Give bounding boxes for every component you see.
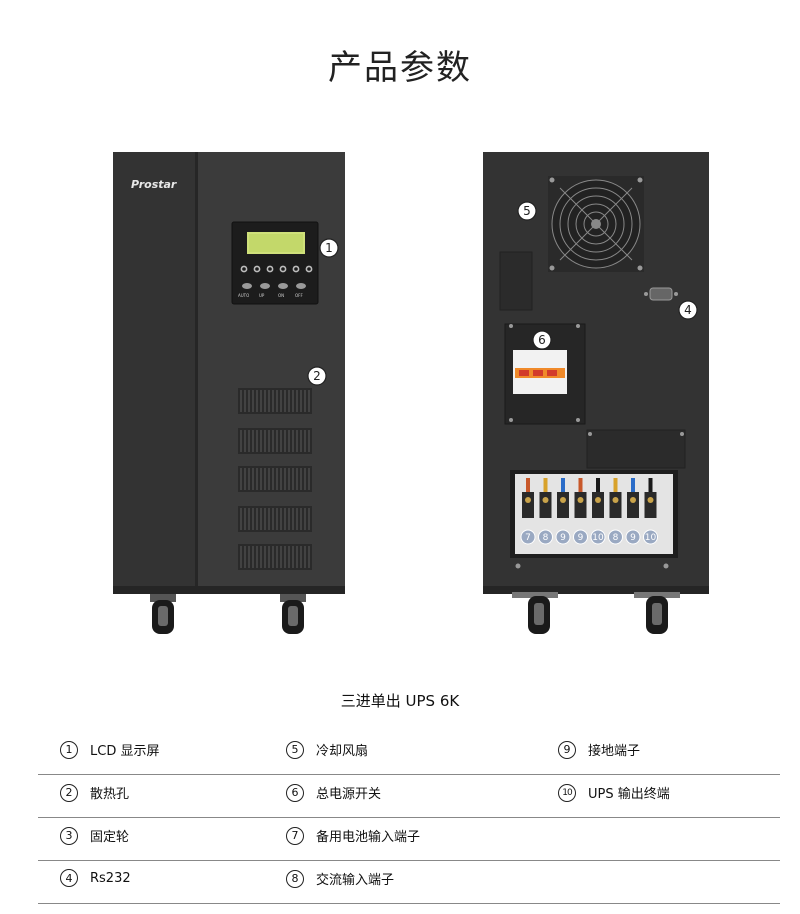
- legend-item: 2 散热孔: [60, 783, 129, 802]
- terminal-number: 8: [613, 533, 619, 543]
- legend-label: Rs232: [90, 870, 131, 886]
- legend-number: 3: [60, 826, 78, 845]
- terminal-screw: [574, 492, 587, 518]
- legend-item: 1 LCD 显示屏: [60, 740, 159, 759]
- legend-item: 7 备用电池输入端子: [286, 826, 420, 845]
- terminal-label: [573, 529, 588, 545]
- rear-wheels: [512, 592, 680, 634]
- callout-6: [532, 330, 552, 350]
- svg-text:2: 2: [313, 369, 321, 383]
- legend-number: 9: [558, 740, 576, 759]
- legend-item: 10 UPS 输出终端: [558, 783, 670, 802]
- parts-legend: 1 LCD 显示屏 5 冷却风扇 9 接地端子 2 散热孔 6 总电源开关 10…: [38, 732, 780, 904]
- svg-text:4: 4: [684, 303, 692, 317]
- legend-number: 4: [60, 869, 78, 887]
- front-side-panel: [113, 152, 197, 592]
- legend-number: 7: [286, 826, 304, 845]
- legend-row: 2 散热孔 6 总电源开关 10 UPS 输出终端: [38, 775, 780, 818]
- svg-text:6: 6: [538, 333, 546, 347]
- legend-label: 固定轮: [90, 830, 130, 845]
- product-caption: 三进单出 UPS 6K: [340, 692, 460, 710]
- terminal-label: [520, 529, 536, 545]
- terminal-label: [555, 529, 571, 545]
- callout-4: [678, 300, 698, 320]
- legend-label: UPS 输出终端: [588, 787, 670, 802]
- terminal-label: [643, 529, 658, 545]
- legend-label: 交流输入端子: [316, 873, 395, 888]
- terminal-screw: [592, 492, 604, 518]
- terminal-number: 10: [592, 533, 604, 543]
- terminal-number: 9: [630, 533, 636, 543]
- callout-1: [319, 238, 339, 258]
- legend-item: 4 Rs232: [60, 869, 131, 887]
- vent-grilles: [238, 388, 312, 570]
- terminal-label: [625, 529, 641, 545]
- btn-label-on: ON: [278, 293, 284, 298]
- rear-view: 5 4 6 7 8 9 9 10 8 9 10: [483, 152, 709, 634]
- legend-item: 9 接地端子: [558, 740, 640, 759]
- btn-label-off: OFF: [295, 293, 303, 298]
- terminal-number: 8: [543, 533, 549, 543]
- rs232-port: [649, 287, 673, 301]
- legend-row: 3 固定轮 7 备用电池输入端子: [38, 818, 780, 861]
- terminal-screw: [644, 492, 657, 518]
- terminal-number: 9: [578, 533, 584, 543]
- product-figure: Prostar AUTO UP ON OFF: [0, 148, 800, 648]
- legend-label: 总电源开关: [316, 787, 382, 802]
- legend-item: 6 总电源开关: [286, 783, 381, 802]
- legend-item: 3 固定轮: [60, 826, 129, 845]
- legend-label: 散热孔: [90, 787, 130, 802]
- callout-5: [517, 201, 537, 221]
- terminal-label: [608, 529, 623, 545]
- legend-number: 8: [286, 869, 304, 888]
- terminal-number: 10: [645, 533, 657, 543]
- ups-illustration: Prostar AUTO UP ON OFF: [113, 152, 709, 634]
- svg-text:1: 1: [325, 241, 333, 255]
- btn-label-up: UP: [259, 293, 265, 298]
- legend-label: LCD 显示屏: [90, 744, 160, 759]
- page-title: 产品参数: [328, 48, 472, 88]
- terminal-screw: [539, 492, 552, 518]
- terminal-number: 9: [560, 533, 566, 543]
- power-buttons: [242, 283, 306, 289]
- terminal-screw: [557, 492, 569, 518]
- legend-label: 冷却风扇: [316, 744, 369, 759]
- legend-number: 10: [558, 783, 576, 802]
- legend-row: 1 LCD 显示屏 5 冷却风扇 9 接地端子: [38, 732, 780, 775]
- terminal-label: [590, 529, 606, 545]
- terminal-screw: [627, 492, 639, 518]
- svg-text:5: 5: [523, 204, 531, 218]
- terminal-number: 7: [525, 533, 531, 543]
- btn-label-auto: AUTO: [238, 293, 249, 298]
- terminal-label: [538, 529, 553, 545]
- legend-number: 1: [60, 740, 78, 759]
- front-view: Prostar AUTO UP ON OFF: [113, 152, 345, 634]
- front-wheels: [150, 594, 306, 634]
- legend-row: 4 Rs232 8 交流输入端子: [38, 861, 780, 904]
- terminal-screw: [609, 492, 622, 518]
- brand-logo: Prostar: [131, 178, 177, 191]
- legend-label: 接地端子: [588, 744, 641, 759]
- legend-number: 6: [286, 783, 304, 802]
- callout-2: [307, 366, 327, 386]
- legend-number: 5: [286, 740, 304, 759]
- legend-label: 备用电池输入端子: [316, 830, 421, 845]
- terminal-screw: [522, 492, 534, 518]
- legend-item: 5 冷却风扇: [286, 740, 368, 759]
- legend-number: 2: [60, 783, 78, 802]
- legend-item: 8 交流输入端子: [286, 869, 394, 888]
